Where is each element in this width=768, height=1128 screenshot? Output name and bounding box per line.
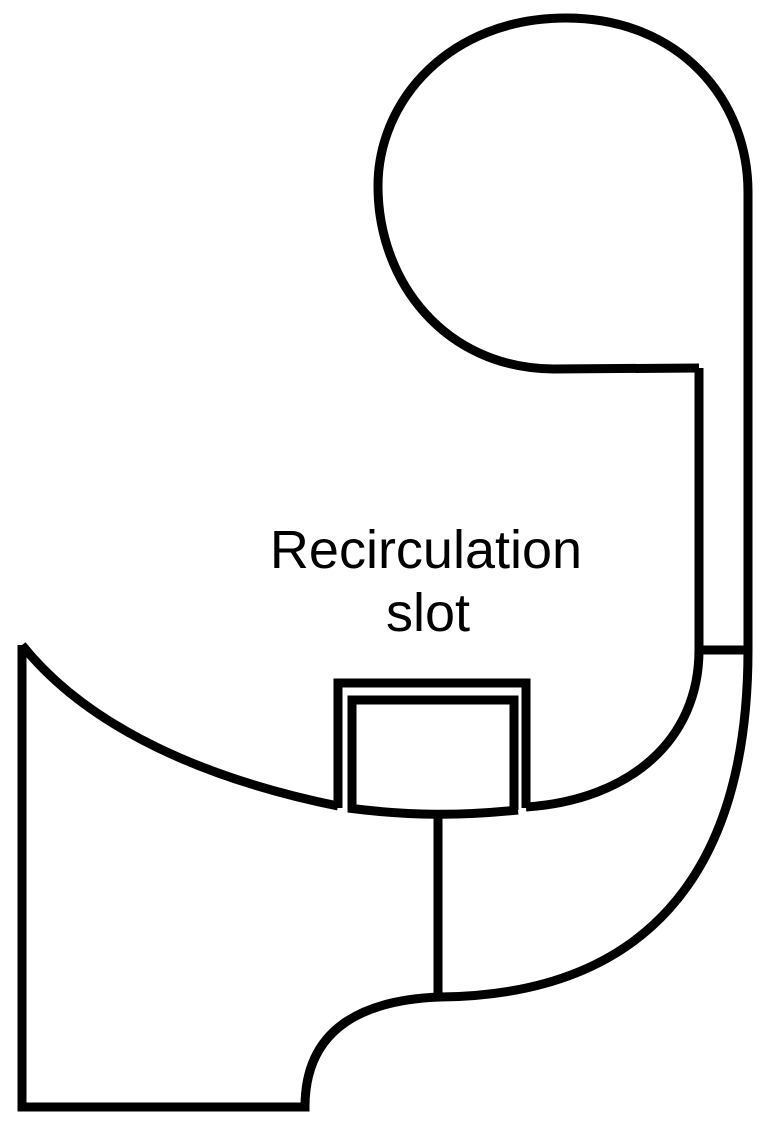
slot-inner-frame bbox=[347, 695, 519, 810]
outer-housing-outline bbox=[17, 645, 441, 1112]
inner-left-curve bbox=[18, 642, 339, 811]
label-line-1: Recirculation bbox=[270, 520, 582, 580]
inner-right-curve bbox=[525, 649, 704, 812]
slot-outer-frame bbox=[333, 678, 531, 808]
upper-lobe-outline bbox=[373, 13, 753, 650]
label-line-2: slot bbox=[386, 583, 470, 643]
slot-bottom-curve bbox=[347, 803, 519, 819]
outer-right-curve bbox=[439, 649, 753, 1002]
